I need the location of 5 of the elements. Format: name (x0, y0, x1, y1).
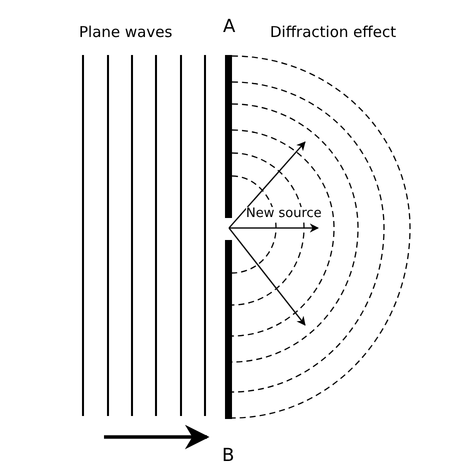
point-label: A (223, 18, 236, 36)
caption-text: Diffraction effect (270, 25, 396, 40)
caption-text: New source (246, 207, 322, 220)
caption-text: Plane waves (79, 25, 172, 40)
point-label: B (222, 447, 234, 465)
